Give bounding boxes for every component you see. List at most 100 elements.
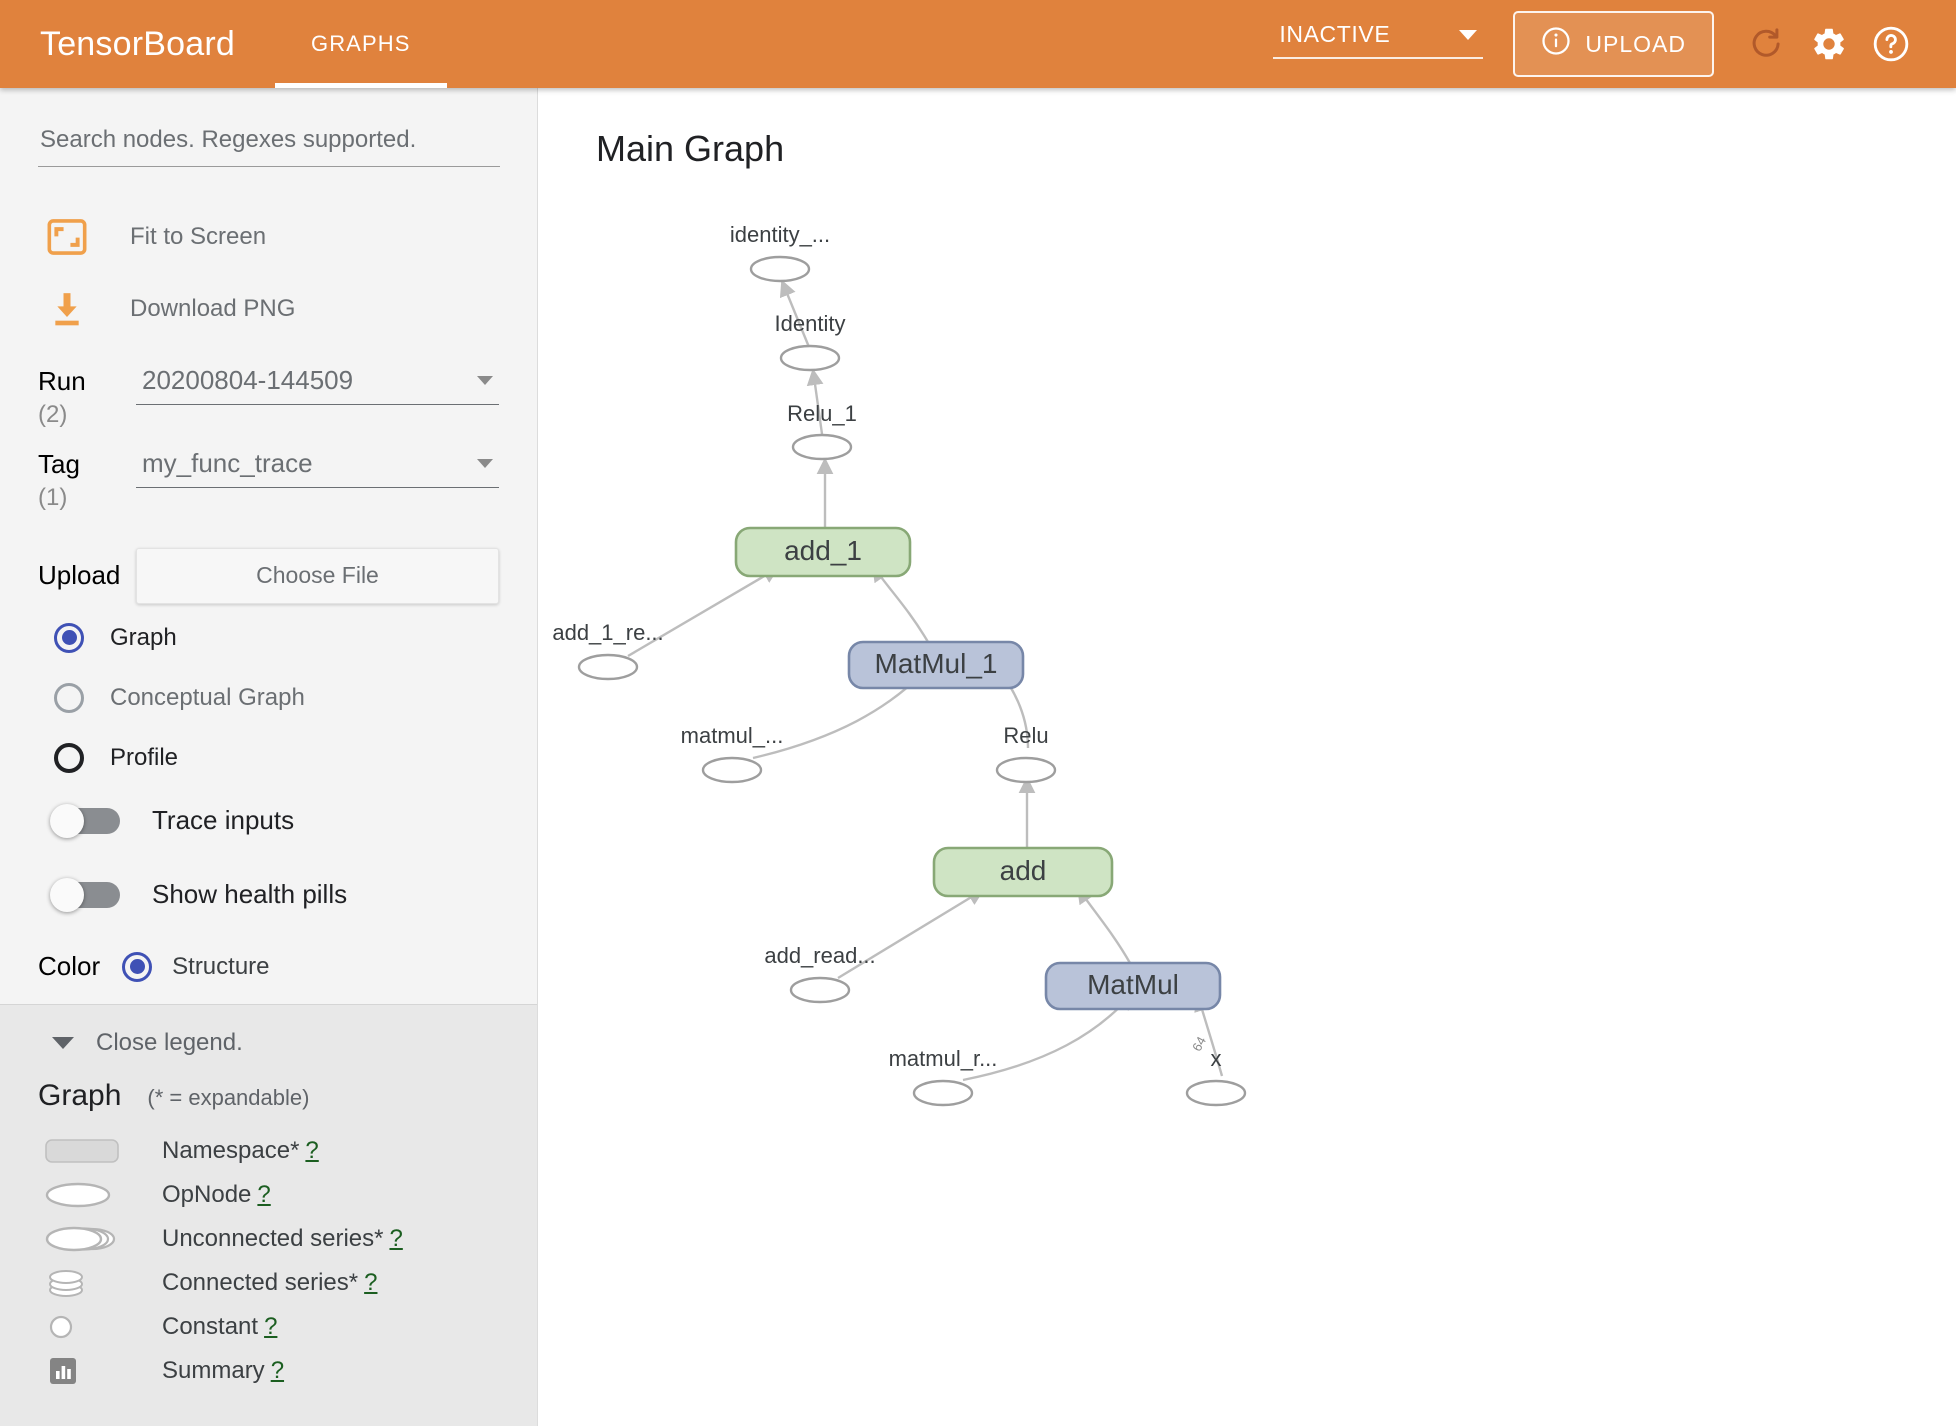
opnode-icon — [38, 1180, 134, 1210]
legend-item-connected-series: Connected series*? — [38, 1261, 499, 1305]
chevron-down-icon — [52, 1036, 74, 1049]
run-label-wrap: Run (2) — [38, 363, 136, 428]
legend-item-summary: Summary? — [38, 1349, 499, 1393]
radio-profile-label: Profile — [110, 743, 179, 771]
help-link[interactable]: ? — [270, 1356, 285, 1384]
radio-graph[interactable]: Graph — [38, 612, 499, 664]
legend-subtitle: (* = expandable) — [147, 1084, 310, 1110]
radio-conceptual-graph-label: Conceptual Graph — [110, 683, 305, 711]
legend-item-constant: Constant? — [38, 1305, 499, 1349]
app-brand: TensorBoard — [40, 24, 235, 63]
node-x[interactable]: x — [1185, 1046, 1247, 1107]
help-button[interactable] — [1860, 13, 1922, 75]
settings-button[interactable] — [1798, 13, 1860, 75]
node-add-read[interactable]: add_read... — [764, 943, 876, 1004]
node-label: matmul_r... — [889, 1046, 998, 1071]
node-label: x — [1211, 1046, 1222, 1071]
search-field-wrap — [38, 122, 500, 167]
toggle-trace-inputs-switch — [50, 803, 122, 838]
download-icon — [38, 289, 96, 329]
node-identity-out[interactable]: identity_... — [730, 222, 830, 283]
namespace-icon — [38, 1136, 134, 1166]
run-count: (2) — [38, 400, 68, 428]
node-identity[interactable]: Identity — [775, 311, 846, 372]
run-select[interactable]: 20200804-144509 — [136, 365, 499, 405]
legend-label-summary: Summary? — [162, 1356, 285, 1384]
radio-structure-label: Structure — [172, 952, 270, 980]
radio-profile[interactable]: Profile — [38, 732, 499, 784]
radio-profile-icon — [54, 742, 84, 773]
node-label: Relu_1 — [787, 401, 857, 426]
radio-conceptual-graph[interactable]: Conceptual Graph — [38, 672, 499, 724]
header-actions: INACTIVE UPLOAD — [1273, 11, 1956, 77]
node-label: add_read... — [764, 943, 875, 968]
upload-label: Upload — [38, 560, 121, 591]
graph-nodes-ellipse[interactable]: identity_... Identity Relu_1 add_1_re...… — [552, 222, 1247, 1107]
download-png-action[interactable]: Download PNG — [38, 273, 499, 345]
radio-graph-icon — [54, 622, 84, 653]
node-label: MatMul — [1087, 969, 1179, 1000]
legend-label-connected-series: Connected series*? — [162, 1268, 378, 1296]
legend-item-opnode: OpNode? — [38, 1173, 499, 1217]
run-status-label: INACTIVE — [1279, 21, 1391, 47]
node-label: identity_... — [730, 222, 830, 247]
choose-file-button[interactable]: Choose File — [136, 547, 499, 604]
node-label: add_1 — [784, 535, 862, 566]
help-link[interactable]: ? — [305, 1136, 319, 1164]
upload-button[interactable]: UPLOAD — [1513, 11, 1714, 77]
edge-add1read-to-add1 — [627, 566, 780, 658]
connected-series-icon — [38, 1266, 134, 1300]
gear-icon — [1810, 25, 1848, 63]
radio-graph-label: Graph — [110, 623, 177, 651]
fit-to-screen-action[interactable]: Fit to Screen — [38, 201, 499, 273]
refresh-button[interactable] — [1736, 13, 1798, 75]
run-status-dropdown[interactable]: INACTIVE — [1273, 21, 1484, 59]
edge-matmul1-to-add1 — [872, 564, 930, 643]
refresh-icon — [1749, 26, 1785, 62]
chevron-down-icon — [477, 376, 493, 385]
legend-item-namespace: Namespace*? — [38, 1129, 499, 1173]
toggle-trace-inputs[interactable]: Trace inputs — [38, 784, 499, 858]
graph-canvas[interactable]: Main Graph — [538, 88, 1956, 1426]
graph-nodes-rect[interactable]: add_1 MatMul_1 add MatMul — [734, 526, 1222, 1011]
help-link[interactable]: ? — [264, 1312, 278, 1340]
node-relu[interactable]: Relu — [995, 723, 1057, 784]
node-matmul-1[interactable]: MatMul_1 — [847, 640, 1025, 690]
node-matmul-read-1[interactable]: matmul_... — [681, 723, 784, 784]
help-link[interactable]: ? — [364, 1268, 378, 1296]
tag-field: Tag (1) my_func_trace — [38, 446, 499, 511]
computation-graph[interactable]: identity_... Identity Relu_1 add_1_re...… — [538, 88, 1956, 1426]
legend-panel: Close legend. Graph (* = expandable) Nam… — [0, 1003, 537, 1426]
node-add-1-read[interactable]: add_1_re... — [552, 620, 664, 681]
sidebar-controls: Fit to Screen Download PNG Run (2) — [0, 88, 537, 1004]
close-legend-button[interactable]: Close legend. — [52, 1029, 499, 1057]
tab-graphs[interactable]: GRAPHS — [274, 0, 447, 88]
radio-structure-icon[interactable] — [122, 951, 153, 982]
node-matmul[interactable]: MatMul — [1044, 961, 1222, 1011]
node-add[interactable]: add — [932, 846, 1114, 898]
toggle-trace-inputs-label: Trace inputs — [152, 805, 295, 836]
node-add-1[interactable]: add_1 — [734, 526, 912, 578]
help-link[interactable]: ? — [389, 1224, 403, 1252]
node-matmul-read[interactable]: matmul_r... — [889, 1046, 998, 1107]
radio-conceptual-graph-icon — [54, 682, 84, 713]
tag-select[interactable]: my_func_trace — [136, 448, 499, 489]
toggle-show-health-pills[interactable]: Show health pills — [38, 858, 499, 932]
toggle-show-health-pills-switch — [50, 877, 122, 912]
summary-icon — [38, 1355, 134, 1387]
node-relu-1[interactable]: Relu_1 — [787, 401, 857, 461]
upload-button-label: UPLOAD — [1585, 30, 1686, 57]
node-label: MatMul_1 — [875, 648, 998, 679]
fit-to-screen-icon — [38, 219, 96, 255]
help-link[interactable]: ? — [257, 1180, 271, 1208]
legend-item-unconnected-series: Unconnected series*? — [38, 1217, 499, 1261]
node-label: matmul_... — [681, 723, 784, 748]
search-input[interactable] — [38, 122, 500, 167]
edge-matmul-to-add — [1077, 886, 1132, 964]
tab-graphs-label: GRAPHS — [310, 31, 411, 56]
page-title: Main Graph — [596, 128, 785, 169]
node-label: add — [1000, 855, 1047, 886]
chevron-down-icon — [1459, 29, 1478, 40]
color-label: Color — [38, 951, 101, 982]
sidebar: Fit to Screen Download PNG Run (2) — [0, 88, 538, 1426]
